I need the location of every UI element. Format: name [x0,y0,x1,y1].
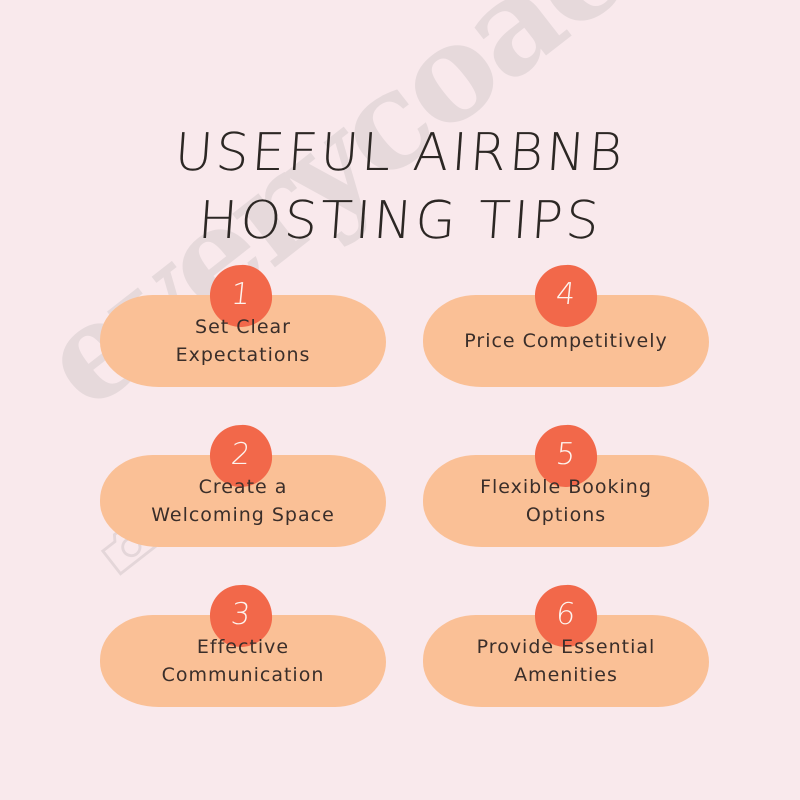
tip-text-3: Effective Communication [100,615,386,707]
tip-card-6[interactable]: 6 Provide Essential Amenities [423,583,709,707]
tip-text-line-1: Effective [196,636,290,658]
tip-text-line-2: Amenities [514,664,618,686]
tip-card-1[interactable]: 1 Set Clear Expectations [100,263,386,387]
tip-card-2[interactable]: 2 Create a Welcoming Space [100,423,386,547]
tip-text-line-1: Set Clear [195,316,291,338]
tip-text-line-2: Welcoming Space [151,504,335,526]
tip-text-line-1: Price Competitively [464,330,668,352]
title-line-1: USEFUL AIRBNB [172,122,628,183]
tip-text-4: Price Competitively [423,295,709,387]
tip-text-line-1: Flexible Booking [480,476,652,498]
tip-text-line-2: Communication [161,664,325,686]
tip-card-4[interactable]: 4 Price Competitively [423,263,709,387]
page-title: USEFUL AIRBNB HOSTING TIPS [0,119,800,255]
tip-text-6: Provide Essential Amenities [423,615,709,707]
tip-card-3[interactable]: 3 Effective Communication [100,583,386,707]
tip-text-line-2: Options [525,504,607,526]
title-line-2: HOSTING TIPS [196,190,604,251]
tip-text-2: Create a Welcoming Space [100,455,386,547]
tip-text-line-1: Create a [198,476,288,498]
tip-text-line-2: Expectations [175,344,311,366]
tip-text-5: Flexible Booking Options [423,455,709,547]
tip-text-1: Set Clear Expectations [100,295,386,387]
tip-card-5[interactable]: 5 Flexible Booking Options [423,423,709,547]
tip-text-line-1: Provide Essential [476,636,656,658]
